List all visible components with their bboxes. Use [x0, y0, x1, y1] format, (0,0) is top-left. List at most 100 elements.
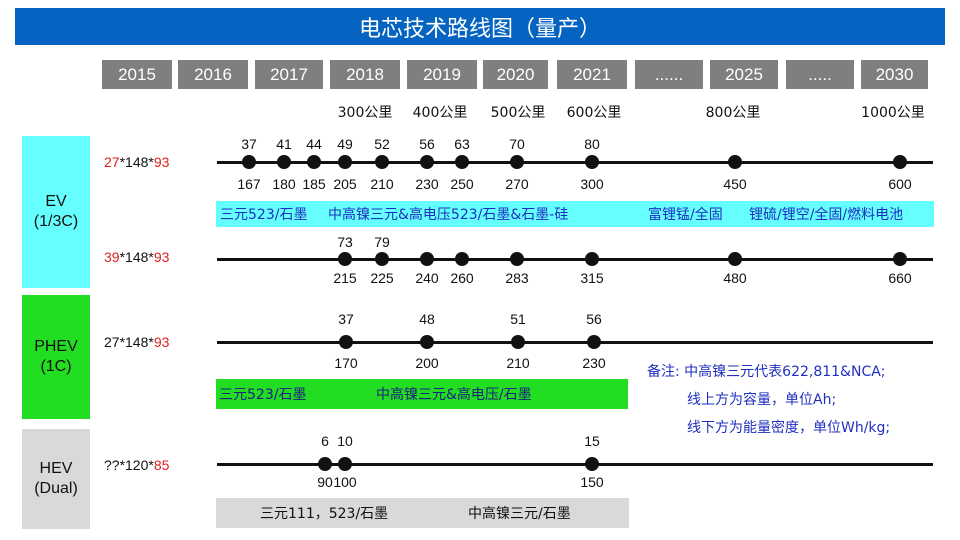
density-label: 480 [723, 270, 747, 286]
timeline-point [375, 155, 389, 169]
timeline-line [217, 341, 933, 344]
timeline-point [893, 155, 907, 169]
density-label: 210 [506, 355, 530, 371]
capacity-label: 51 [510, 311, 526, 327]
year-cell: 2025 [710, 60, 778, 89]
note-line: 线上方为容量，单位Ah; [687, 392, 837, 408]
density-label: 240 [415, 270, 439, 286]
timeline-point [455, 155, 469, 169]
timeline-line [217, 161, 933, 164]
timeline-point [420, 252, 434, 266]
range-label: 600公里 [566, 105, 622, 121]
band-label: 锂硫/锂空/全固/燃料电池 [749, 207, 904, 223]
year-cell: 2021 [557, 60, 627, 89]
range-label: 400公里 [412, 105, 468, 121]
timeline-line [217, 258, 933, 261]
year-cell: 2018 [330, 60, 400, 89]
capacity-label: 6 [321, 433, 329, 449]
timeline-point [338, 252, 352, 266]
timeline-point [585, 457, 599, 471]
year-cell: ..... [786, 60, 854, 89]
timeline-point [585, 252, 599, 266]
capacity-label: 37 [241, 136, 257, 152]
band-label: 中高镍三元/石墨 [468, 506, 571, 522]
density-label: 170 [334, 355, 358, 371]
capacity-label: 52 [374, 136, 390, 152]
range-label: 1000公里 [861, 105, 925, 121]
year-cell: 2019 [407, 60, 477, 89]
timeline-point [338, 457, 352, 471]
density-label: 315 [580, 270, 604, 286]
timeline-point [511, 335, 525, 349]
year-cell: 2020 [483, 60, 548, 89]
category-phev: PHEV (1C) [22, 295, 90, 419]
timeline-point [510, 252, 524, 266]
density-label: 450 [723, 176, 747, 192]
capacity-label: 37 [338, 311, 354, 327]
capacity-label: 70 [509, 136, 525, 152]
density-label: 225 [370, 270, 394, 286]
notes: 备注: 中高镍三元代表622,811&NCA; 线上方为容量，单位Ah; 线下方… [647, 358, 890, 442]
capacity-label: 41 [276, 136, 292, 152]
density-label: 90 [317, 474, 333, 490]
year-cell: 2017 [255, 60, 323, 89]
density-label: 230 [415, 176, 439, 192]
timeline-point [277, 155, 291, 169]
timeline-point [585, 155, 599, 169]
cell-dimensions: 27*148*93 [104, 154, 170, 170]
cell-dimensions: ??*120*85 [104, 457, 170, 473]
capacity-label: 56 [586, 311, 602, 327]
density-label: 250 [450, 176, 474, 192]
timeline-point [338, 155, 352, 169]
timeline-point [420, 335, 434, 349]
timeline-point [510, 155, 524, 169]
timeline-point [307, 155, 321, 169]
capacity-label: 15 [584, 433, 600, 449]
tech-band-ev: 三元523/石墨 中高镍三元&高电压523/石墨&石墨-硅 富锂锰/全固 锂硫/… [216, 201, 934, 227]
note-line: 线下方为能量密度，单位Wh/kg; [687, 420, 891, 436]
timeline-point [728, 252, 742, 266]
year-cell: 2015 [102, 60, 172, 89]
density-label: 205 [333, 176, 357, 192]
category-hev: HEV (Dual) [22, 429, 90, 529]
capacity-label: 10 [337, 433, 353, 449]
capacity-label: 44 [306, 136, 322, 152]
density-label: 185 [302, 176, 326, 192]
density-label: 283 [505, 270, 529, 286]
category-ev: EV (1/3C) [22, 136, 90, 288]
density-label: 150 [580, 474, 604, 490]
density-label: 600 [888, 176, 912, 192]
timeline-point [242, 155, 256, 169]
band-label: 三元111，523/石墨 [260, 506, 389, 522]
timeline-point [318, 457, 332, 471]
band-label: 中高镍三元&高电压/石墨 [376, 387, 532, 403]
capacity-label: 73 [337, 234, 353, 250]
capacity-label: 80 [584, 136, 600, 152]
density-label: 270 [505, 176, 529, 192]
density-label: 210 [370, 176, 394, 192]
timeline-point [728, 155, 742, 169]
note-line: 备注: 中高镍三元代表622,811&NCA; [647, 364, 886, 380]
density-label: 200 [415, 355, 439, 371]
timeline-point [375, 252, 389, 266]
range-label: 800公里 [705, 105, 761, 121]
band-label: 三元523/石墨 [219, 387, 307, 403]
density-label: 230 [582, 355, 606, 371]
capacity-label: 48 [419, 311, 435, 327]
tech-band-phev: 三元523/石墨 中高镍三元&高电压/石墨 [216, 379, 628, 409]
page-title: 电芯技术路线图（量产） [15, 8, 945, 45]
year-cell: 2016 [178, 60, 248, 89]
range-label: 500公里 [490, 105, 546, 121]
range-label: 300公里 [337, 105, 393, 121]
timeline-point [420, 155, 434, 169]
capacity-label: 49 [337, 136, 353, 152]
capacity-label: 63 [454, 136, 470, 152]
density-label: 660 [888, 270, 912, 286]
tech-band-hev: 三元111，523/石墨 中高镍三元/石墨 [216, 498, 629, 528]
timeline-line [217, 463, 933, 466]
year-cell: 2030 [861, 60, 928, 89]
timeline-point [339, 335, 353, 349]
band-label: 中高镍三元&高电压523/石墨&石墨-硅 [328, 207, 569, 223]
band-label: 三元523/石墨 [220, 207, 308, 223]
timeline-point [893, 252, 907, 266]
